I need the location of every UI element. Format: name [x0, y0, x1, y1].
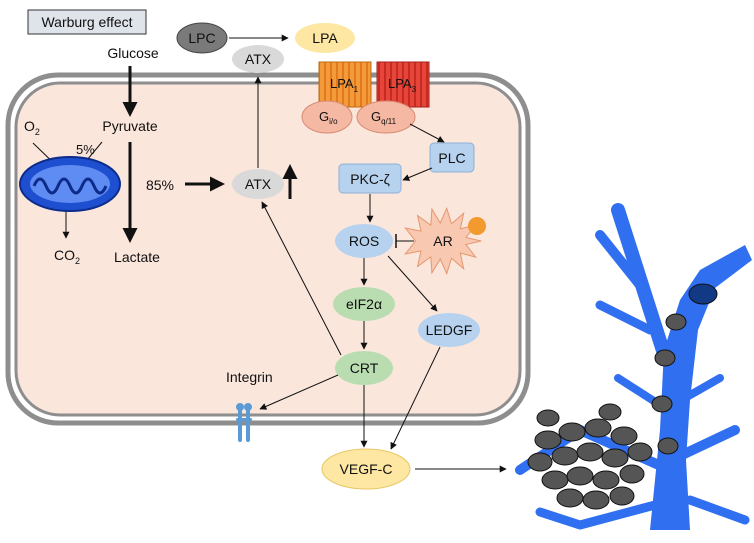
warburg-label: Warburg effect — [41, 14, 132, 30]
o2-label: O2 — [24, 118, 40, 137]
lpa3-label: LPA3 — [388, 76, 417, 94]
lactate-label: Lactate — [114, 249, 160, 265]
lpa-label: LPA — [312, 30, 338, 46]
arrow-ros-ledgf — [387, 255, 438, 312]
ledgf-node — [418, 313, 480, 347]
plc-node — [429, 142, 475, 173]
lpc-node — [176, 22, 228, 54]
pyruvate-label: Pyruvate — [102, 118, 157, 134]
integrin-label: Integrin — [226, 369, 273, 385]
atx-top-node — [232, 45, 284, 73]
arrow-crt-atx — [261, 201, 342, 356]
glucose-label: Glucose — [107, 45, 159, 61]
gq-node — [356, 100, 416, 134]
plc-label: PLC — [438, 150, 465, 166]
mitochondrion-icon — [19, 156, 121, 212]
gq-label: Gq/11 — [371, 109, 397, 126]
ros-node — [335, 224, 393, 258]
cell-outer-membrane — [5, 72, 531, 426]
atx-mid-node — [232, 169, 284, 199]
eif2a-label: eIF2α — [346, 296, 382, 312]
arrow-gq-plc — [409, 123, 445, 143]
arrow-plc-pkc — [402, 167, 433, 181]
atx-top-label: ATX — [245, 51, 272, 67]
atx-mid-label: ATX — [245, 176, 272, 192]
arrow-ledgf-vegfc — [390, 346, 441, 450]
ar-label: AR — [433, 233, 452, 249]
lpa-node — [295, 23, 355, 53]
co2-label: CO2 — [54, 247, 80, 266]
arrow-crt-integrin — [259, 374, 339, 410]
crt-node — [335, 351, 393, 385]
ledgf-label: LEDGF — [426, 322, 473, 338]
gio-node — [301, 100, 353, 134]
ar-dot — [468, 217, 486, 235]
pkc-label: PKC-ζ — [350, 171, 390, 187]
eif2a-node — [333, 287, 395, 321]
ar-starburst — [404, 206, 482, 276]
ros-label: ROS — [349, 233, 379, 249]
tumor-cluster-icon — [527, 283, 718, 510]
pct-mito-label: 5% — [76, 142, 95, 157]
lpc-label: LPC — [188, 30, 215, 46]
warburg-box — [27, 9, 147, 35]
pct-atx-label: 85% — [146, 177, 174, 193]
pkc-node — [338, 163, 402, 194]
lpa1-label: LPA1 — [330, 76, 359, 94]
gio-label: Gi/o — [319, 109, 338, 126]
vegfc-node — [321, 448, 411, 490]
crt-label: CRT — [350, 360, 379, 376]
lpa3-receptor — [376, 61, 430, 108]
integrin-icon — [236, 403, 252, 442]
vegfc-label: VEGF-C — [340, 461, 393, 477]
